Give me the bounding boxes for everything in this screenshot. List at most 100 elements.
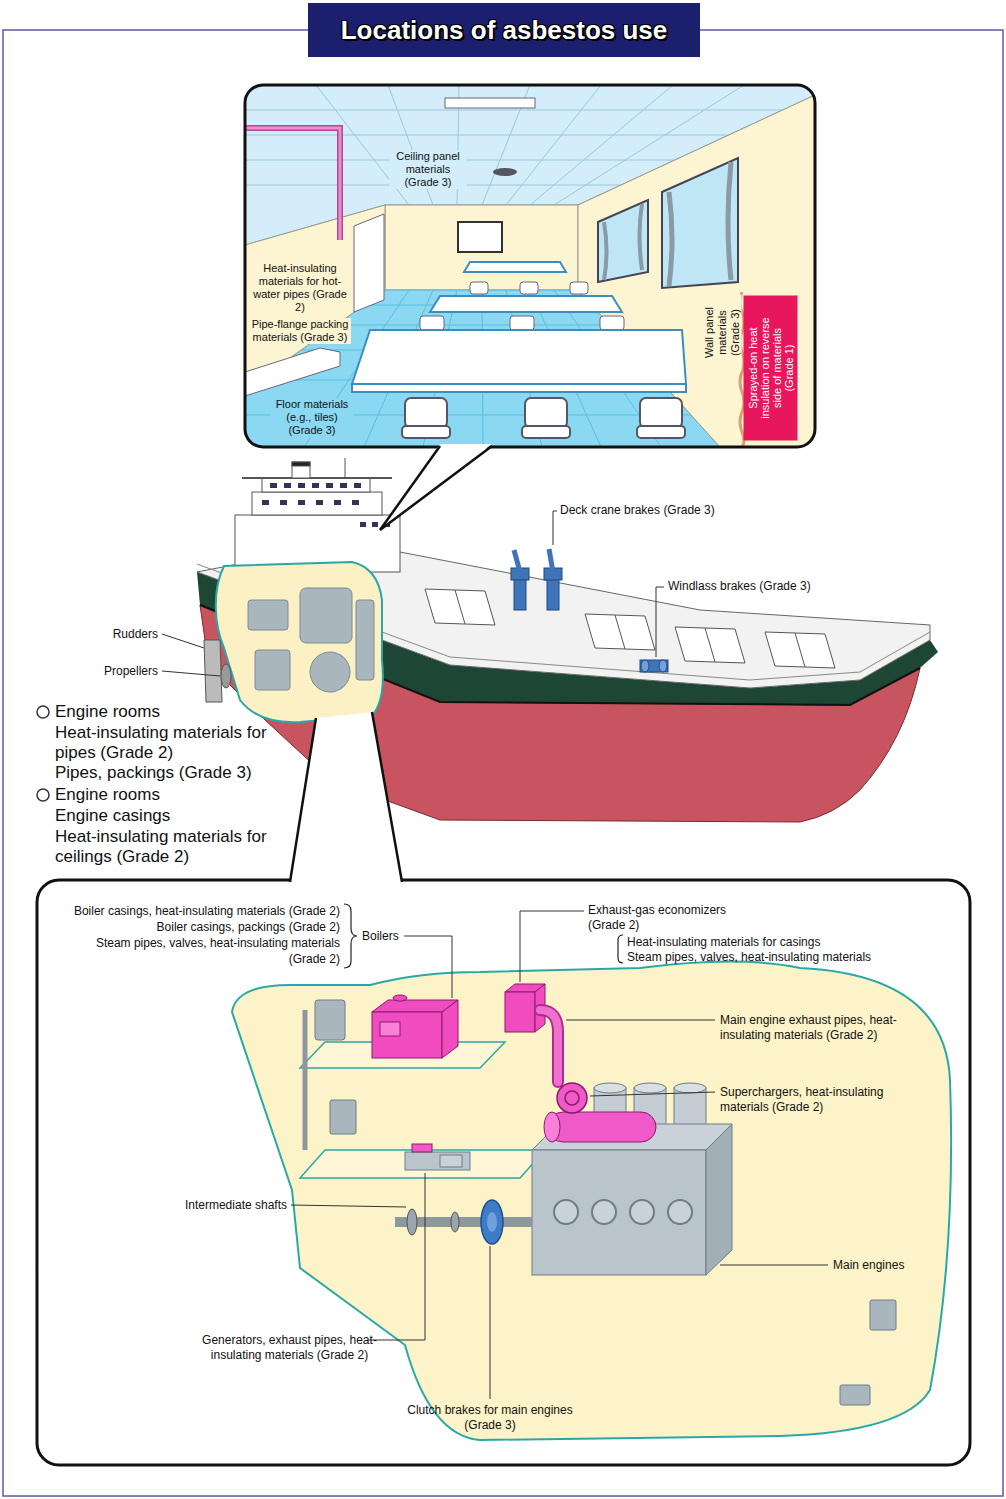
superstructure bbox=[262, 483, 390, 527]
leader-line bbox=[162, 634, 204, 648]
boiler bbox=[442, 1000, 458, 1058]
part-label: Pipes, packings (Grade 3) bbox=[55, 763, 275, 783]
callout-tail bbox=[290, 712, 402, 883]
supercharger bbox=[565, 1091, 579, 1105]
panel-border bbox=[245, 85, 815, 447]
part-label: Propellers bbox=[80, 664, 158, 679]
room-panel bbox=[245, 85, 815, 447]
label-anchor: Wall panel materials (Grade 3) bbox=[703, 294, 742, 370]
superstructure bbox=[284, 483, 291, 488]
leader-line bbox=[404, 936, 452, 998]
chair bbox=[570, 282, 588, 294]
generator bbox=[405, 1152, 470, 1170]
superstructure bbox=[262, 500, 269, 505]
part-label: Superchargers, heat-insulating materials… bbox=[720, 1085, 920, 1115]
chair bbox=[470, 282, 488, 294]
rudder bbox=[204, 640, 222, 702]
part-label: Main engines bbox=[833, 1258, 933, 1273]
supercharger bbox=[557, 1083, 587, 1113]
superstructure bbox=[372, 522, 378, 527]
part-label: Intermediate shafts bbox=[150, 1198, 287, 1213]
callout-tail bbox=[380, 444, 492, 530]
superstructure bbox=[326, 483, 333, 488]
chair bbox=[520, 282, 538, 294]
part-label: Deck crane brakes (Grade 3) bbox=[560, 503, 760, 518]
chair bbox=[510, 316, 534, 330]
label-anchor: Engine rooms bbox=[55, 785, 275, 805]
machinery bbox=[840, 1385, 870, 1405]
engine-room-cutaway bbox=[310, 652, 350, 692]
label-anchor: Pipes, packings (Grade 3) bbox=[55, 763, 275, 783]
generator bbox=[440, 1155, 462, 1167]
label-anchor: Intermediate shafts bbox=[150, 1198, 287, 1213]
generator bbox=[405, 1144, 470, 1170]
main-engine bbox=[706, 1124, 732, 1275]
shaft bbox=[407, 1209, 417, 1235]
hatch-cover bbox=[585, 614, 655, 650]
main-engine bbox=[594, 1083, 626, 1093]
part-label: Boilers bbox=[362, 928, 422, 944]
window bbox=[662, 158, 738, 288]
exhaust-pipe bbox=[540, 1010, 558, 1082]
part-label: Heat-insulating materials for casings bbox=[627, 935, 927, 950]
node-text: Sprayed-on heat insulation on reverse si… bbox=[746, 312, 794, 425]
generator bbox=[412, 1144, 432, 1152]
hot-water-pipe bbox=[245, 128, 340, 240]
label-anchor: Engine rooms bbox=[55, 702, 275, 722]
table bbox=[430, 262, 622, 312]
exhaust-manifold bbox=[544, 1112, 560, 1142]
label-anchor: Propellers bbox=[80, 664, 158, 679]
page-frame bbox=[3, 30, 1003, 1496]
table bbox=[352, 330, 686, 384]
bullet-circle bbox=[37, 789, 49, 801]
deck-crane bbox=[514, 578, 526, 610]
chair bbox=[640, 398, 682, 428]
superstructure bbox=[352, 500, 359, 505]
superstructure bbox=[345, 458, 346, 478]
label-anchor: Steam pipes, valves, heat-insulating mat… bbox=[78, 935, 340, 967]
label-anchor: Main engines bbox=[833, 1258, 933, 1273]
windlass bbox=[659, 660, 667, 672]
exhaust-manifold bbox=[544, 1112, 656, 1142]
boiler bbox=[372, 995, 458, 1058]
picture-frame bbox=[458, 222, 502, 252]
deck-crane bbox=[511, 549, 562, 610]
title-text: Locations of asbestos use bbox=[341, 15, 668, 46]
chair bbox=[402, 398, 685, 438]
label-anchor: Steam pipes, valves, heat-insulating mat… bbox=[627, 950, 927, 965]
machinery bbox=[330, 1100, 356, 1134]
label-anchor: Rudders bbox=[90, 627, 158, 642]
leader-line bbox=[553, 511, 557, 545]
part-label: Steam pipes, valves, heat-insulating mat… bbox=[78, 935, 340, 967]
superstructure bbox=[354, 483, 361, 488]
part-label: Clutch brakes for main engines (Grade 3) bbox=[400, 1403, 580, 1433]
ceiling-panel-lines bbox=[245, 110, 815, 111]
part-label: Engine casings bbox=[55, 806, 275, 826]
part-label: Rudders bbox=[90, 627, 158, 642]
part-label: Floor materials (e.g., tiles) (Grade 3) bbox=[270, 398, 354, 437]
superstructure bbox=[292, 462, 310, 466]
shaft bbox=[451, 1212, 459, 1232]
deck-crane bbox=[547, 578, 559, 610]
platform bbox=[300, 1150, 545, 1178]
windlass bbox=[641, 660, 649, 672]
label-anchor: Heat-insulating materials for casings bbox=[627, 935, 927, 950]
engine-room-cutaway bbox=[300, 588, 352, 643]
label-anchor: Heat-insulating materials for pipes (Gra… bbox=[55, 723, 270, 763]
chair bbox=[522, 426, 570, 438]
propeller bbox=[221, 664, 231, 688]
main-engine bbox=[554, 1200, 578, 1224]
leader-line bbox=[590, 1092, 715, 1096]
part-label: Generators, exhaust pipes, heat-insulati… bbox=[187, 1333, 392, 1363]
part-label: Engine rooms bbox=[55, 785, 275, 805]
superstructure bbox=[298, 500, 305, 505]
chair bbox=[420, 316, 444, 330]
exhaust-pipe bbox=[540, 1010, 558, 1082]
window bbox=[604, 204, 642, 280]
engine-room-cutaway bbox=[248, 588, 374, 692]
part-label: Boiler casings, packings (Grade 2) bbox=[40, 919, 340, 935]
engine-panel bbox=[37, 880, 970, 1465]
part-label: Heat-insulating materials for pipes (Gra… bbox=[55, 723, 270, 763]
label-anchor: Floor materials (e.g., tiles) (Grade 3) bbox=[270, 398, 354, 437]
chair bbox=[402, 426, 450, 438]
